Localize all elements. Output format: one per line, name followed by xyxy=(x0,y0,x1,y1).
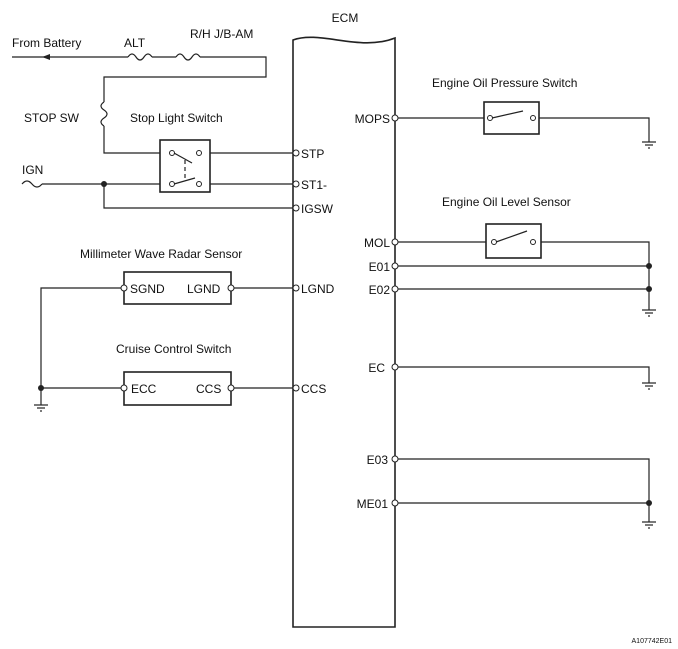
stop-sw-fuse-icon xyxy=(100,101,108,127)
stop-light-switch-label: Stop Light Switch xyxy=(130,111,223,125)
pin-ec: EC xyxy=(368,361,385,375)
pin-e01: E01 xyxy=(369,260,391,274)
alt-fuse-icon xyxy=(127,53,153,61)
pin-igsw: IGSW xyxy=(301,202,334,216)
switch-pin-ecc: ECC xyxy=(131,382,157,396)
pin-st1: ST1- xyxy=(301,178,327,192)
pin-lgnd: LGND xyxy=(301,282,335,296)
ground-icon xyxy=(642,309,656,317)
pin-me01: ME01 xyxy=(357,497,389,511)
mm-wave-radar-sensor xyxy=(123,271,232,305)
stop-light-switch xyxy=(159,139,211,193)
junction-e01 xyxy=(646,263,652,269)
rh-jb-am-label: R/H J/B-AM xyxy=(190,27,253,41)
ground-icon xyxy=(642,521,656,529)
pin-mops: MOPS xyxy=(355,112,390,126)
mm-wave-radar-sensor-label: Millimeter Wave Radar Sensor xyxy=(80,247,242,261)
ground-junction-left xyxy=(38,385,44,391)
engine-oil-level-sensor-label: Engine Oil Level Sensor xyxy=(442,195,571,209)
switch-pin-ccs: CCS xyxy=(196,382,221,396)
engine-oil-pressure-switch-label: Engine Oil Pressure Switch xyxy=(432,76,577,90)
ecm-title: ECM xyxy=(332,11,359,25)
pin-e02: E02 xyxy=(369,283,391,297)
alt-fuse-label: ALT xyxy=(124,36,146,50)
pin-mol: MOL xyxy=(364,236,390,250)
arrow-right-icon xyxy=(42,54,50,60)
cruise-control-switch-label: Cruise Control Switch xyxy=(116,342,231,356)
ign-label: IGN xyxy=(22,163,43,177)
cruise-control-switch xyxy=(123,371,232,406)
ground-icon xyxy=(642,382,656,390)
sensor-pin-lgnd: LGND xyxy=(187,282,221,296)
sensor-pin-sgnd: SGND xyxy=(130,282,165,296)
from-battery-label: From Battery xyxy=(12,36,81,50)
rh-jb-am-fuse-icon xyxy=(175,53,201,61)
ground-icon xyxy=(642,141,656,149)
ign-fuse-icon xyxy=(21,180,43,188)
pin-stp: STP xyxy=(301,147,324,161)
figure-id: A107742E01 xyxy=(632,638,673,645)
junction-e02 xyxy=(646,286,652,292)
ecm-block xyxy=(292,36,396,628)
ground-icon xyxy=(34,404,48,412)
pin-e03: E03 xyxy=(367,453,389,467)
stop-sw-label: STOP SW xyxy=(24,111,80,125)
pin-ccs: CCS xyxy=(301,382,326,396)
junction-me01 xyxy=(646,500,652,506)
